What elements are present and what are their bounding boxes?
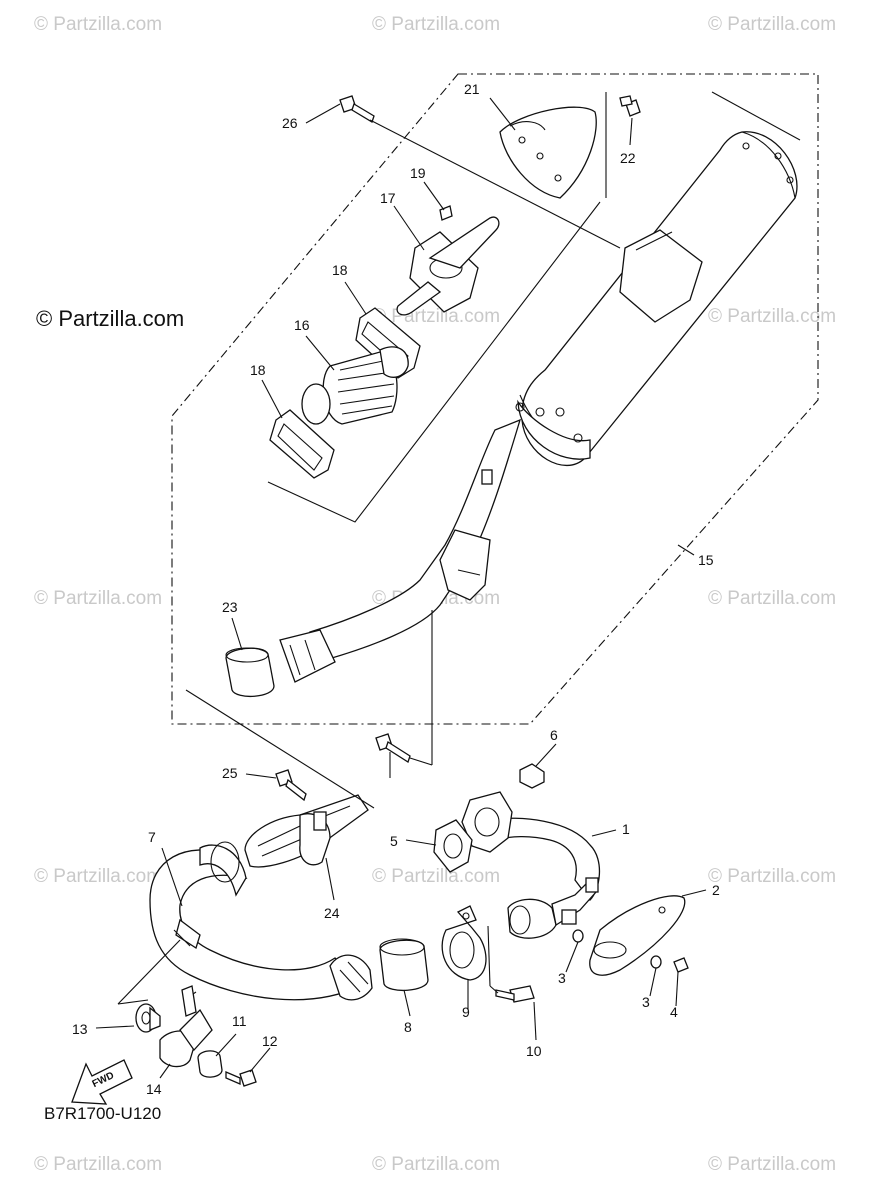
part-21-bolt[interactable] — [619, 95, 641, 117]
callout-4: 4 — [670, 1004, 678, 1020]
watermark: © Partzilla.com — [708, 14, 837, 35]
callout-20: 21 — [464, 81, 480, 97]
part-26-bolt[interactable] — [375, 733, 411, 763]
watermark: © Partzilla.com — [708, 306, 837, 327]
callout-14: 13 — [72, 1021, 88, 1037]
diagram-code: B7R1700-U120 — [44, 1104, 162, 1123]
callout-22: 23 — [222, 599, 238, 615]
leader-lines — [95, 97, 707, 1079]
callouts: 26 21 22 19 17 18 16 18 15 23 25 24 6 1 … — [72, 81, 720, 1097]
part-11-bracket[interactable] — [159, 985, 213, 1068]
watermark: © Partzilla.com — [372, 1154, 501, 1175]
part-23-bracket[interactable] — [244, 794, 369, 868]
part-3-washer[interactable] — [572, 929, 584, 943]
part-13-bolt[interactable] — [225, 1069, 257, 1087]
part-2-heat-guard[interactable] — [589, 895, 686, 976]
watermark: © Partzilla.com — [372, 866, 501, 887]
part-7-exhaust-pipe[interactable] — [149, 841, 373, 1001]
callout-18: 18 — [332, 262, 348, 278]
part-18-gasket-lower[interactable] — [269, 409, 335, 479]
callout-25: 26 — [282, 115, 298, 131]
part-9-clamp[interactable] — [441, 905, 487, 981]
fwd-arrow-icon: FWD — [71, 1059, 133, 1105]
watermark: © Partzilla.com — [708, 866, 837, 887]
part-4-bolt[interactable] — [673, 957, 689, 973]
callout-12: 11 — [232, 1013, 247, 1029]
part-25-bolt[interactable] — [339, 95, 375, 123]
callout-24: 25 — [222, 765, 238, 781]
muffler-body[interactable] — [515, 131, 798, 467]
muffler-pipe[interactable] — [279, 418, 522, 683]
subgroup-outline — [267, 201, 601, 523]
callout-17: 17 — [380, 190, 396, 206]
callout-1: 1 — [622, 821, 630, 837]
part-3-washer[interactable] — [650, 955, 662, 969]
part-19-screw[interactable] — [439, 205, 453, 221]
watermark: © Partzilla.com — [372, 14, 501, 35]
part-16-silencer-core[interactable] — [301, 346, 409, 425]
callout-10: 10 — [526, 1043, 542, 1059]
callout-3: 3 — [558, 970, 566, 986]
callout-18: 18 — [250, 362, 266, 378]
part-14-grommet[interactable] — [135, 1003, 161, 1033]
callout-2: 2 — [712, 882, 720, 898]
copyright-notice: © Partzilla.com — [36, 306, 185, 331]
part-24-bolt[interactable] — [275, 769, 307, 802]
part-6-nut[interactable] — [519, 763, 545, 789]
callout-21: 22 — [620, 150, 636, 166]
callout-15: 15 — [698, 552, 714, 568]
callout-19: 19 — [410, 165, 426, 181]
part-22-gasket[interactable] — [225, 647, 275, 697]
callout-11: 14 — [146, 1081, 162, 1097]
callout-5: 5 — [390, 833, 398, 849]
callout-9: 9 — [462, 1004, 470, 1020]
part-20-end-cap[interactable] — [499, 106, 597, 199]
watermark: © Partzilla.com — [34, 1154, 163, 1175]
part-12-collar[interactable] — [197, 1050, 223, 1078]
watermark: © Partzilla.com — [708, 1154, 837, 1175]
watermark: © Partzilla.com — [34, 866, 163, 887]
watermark: © Partzilla.com — [34, 588, 163, 609]
part-1-header-pipe[interactable] — [461, 791, 601, 939]
subgroup-outline — [711, 91, 801, 141]
callout-6: 6 — [550, 727, 558, 743]
callout-23: 24 — [324, 905, 340, 921]
part-8-gasket[interactable] — [379, 938, 429, 991]
callout-7: 7 — [148, 829, 156, 845]
callout-13: 12 — [262, 1033, 278, 1049]
part-10-bolt[interactable] — [495, 985, 535, 1003]
watermark: © Partzilla.com — [708, 588, 837, 609]
callout-8: 8 — [404, 1019, 412, 1035]
watermark: © Partzilla.com — [34, 14, 163, 35]
callout-3: 3 — [642, 994, 650, 1010]
part-5-gasket[interactable] — [433, 819, 473, 873]
callout-16: 16 — [294, 317, 310, 333]
part-17-inner-pipe[interactable] — [396, 216, 500, 316]
